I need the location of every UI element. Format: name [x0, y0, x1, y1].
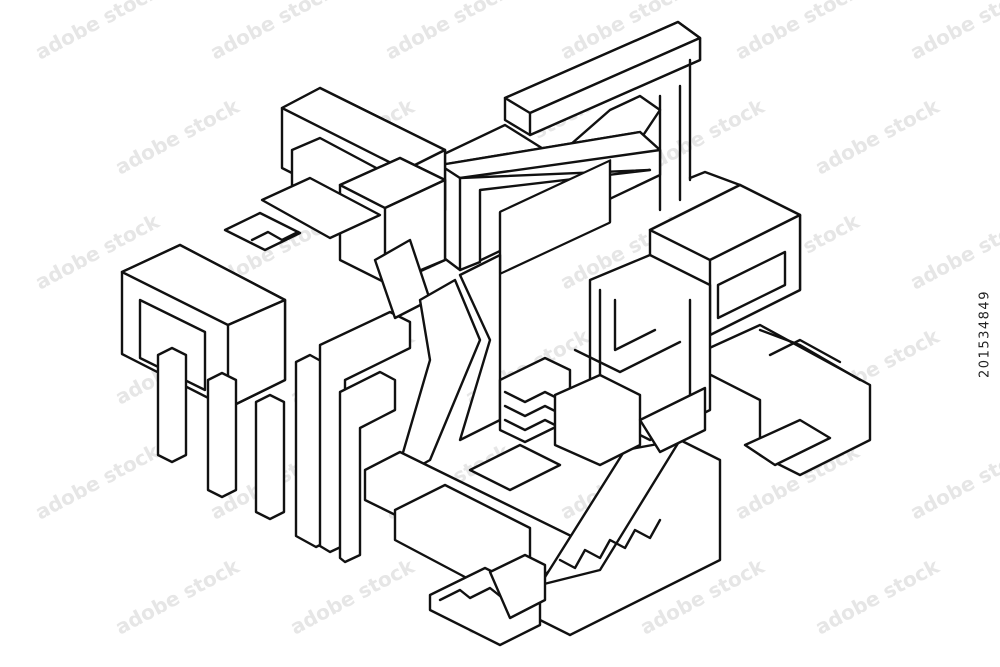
- watermark-mark: adobe stock: [111, 94, 244, 180]
- vertical-slabs: [294, 310, 412, 564]
- watermark-mark: adobe stock: [811, 554, 944, 640]
- top-right-beam: [503, 20, 702, 212]
- stock-id-text: 201534849: [977, 289, 993, 378]
- watermark-mark: adobe stock: [731, 0, 864, 64]
- watermark-mark: adobe stock: [111, 554, 244, 640]
- left-legs: [156, 346, 286, 521]
- middle-stairs: [498, 356, 572, 444]
- stock-id-label: 201534849: [974, 0, 996, 667]
- tall-block: [338, 156, 447, 287]
- watermark-mark: adobe stock: [381, 0, 514, 64]
- watermark-mark: adobe stock: [206, 0, 339, 64]
- watermark-mark: adobe stock: [31, 0, 164, 64]
- watermark-mark: adobe stock: [31, 439, 164, 525]
- front-steps: [428, 553, 547, 647]
- watermark-mark: adobe stock: [286, 554, 419, 640]
- main-staircase: [518, 373, 722, 637]
- center-jagged-pieces: [373, 238, 502, 482]
- left-floor-stairs: [223, 176, 382, 252]
- watermark-mark: adobe stock: [811, 94, 944, 180]
- central-slab: [438, 130, 662, 276]
- right-lower-block: [703, 323, 872, 477]
